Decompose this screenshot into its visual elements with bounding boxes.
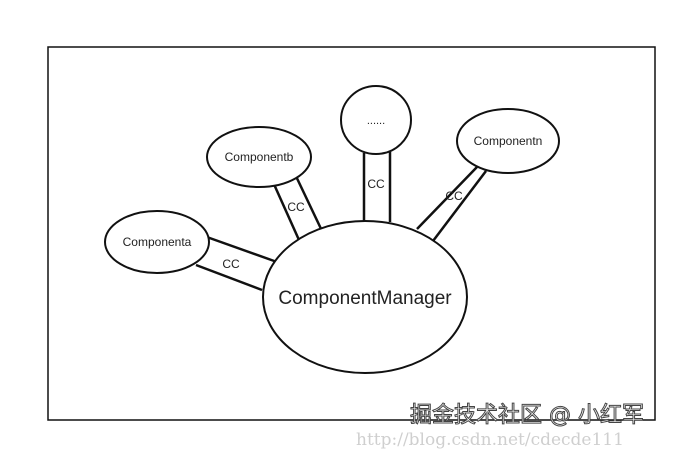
connector-b-line-1 xyxy=(271,181,301,241)
connector-n-line-1 xyxy=(416,166,478,230)
label-connector-n: CC xyxy=(445,189,463,203)
connector-n-line-2 xyxy=(432,170,487,242)
node-component-manager xyxy=(262,220,468,374)
connector-b-line-2 xyxy=(292,171,325,234)
label-componenta: Componenta xyxy=(123,235,192,249)
label-connector-more: CC xyxy=(367,177,385,191)
label-connector-a: CC xyxy=(222,257,240,271)
connector-a-line-2 xyxy=(195,263,263,292)
connector-a-line-1 xyxy=(203,234,278,264)
node-more xyxy=(340,85,412,155)
frame xyxy=(47,46,656,421)
label-componentb: Componentb xyxy=(225,150,294,164)
node-componentb xyxy=(206,126,312,188)
label-componentn: Componentn xyxy=(474,134,543,148)
label-connector-b: CC xyxy=(287,200,305,214)
label-component-manager: ComponentManager xyxy=(278,288,452,309)
watermark-main: 掘金技术社区 @ 小红军 xyxy=(410,403,645,428)
watermark-url: http://blog.csdn.net/cdecde111 xyxy=(356,430,624,450)
label-more: ...... xyxy=(367,115,385,127)
node-componentn xyxy=(456,108,560,174)
node-componenta xyxy=(104,210,210,274)
